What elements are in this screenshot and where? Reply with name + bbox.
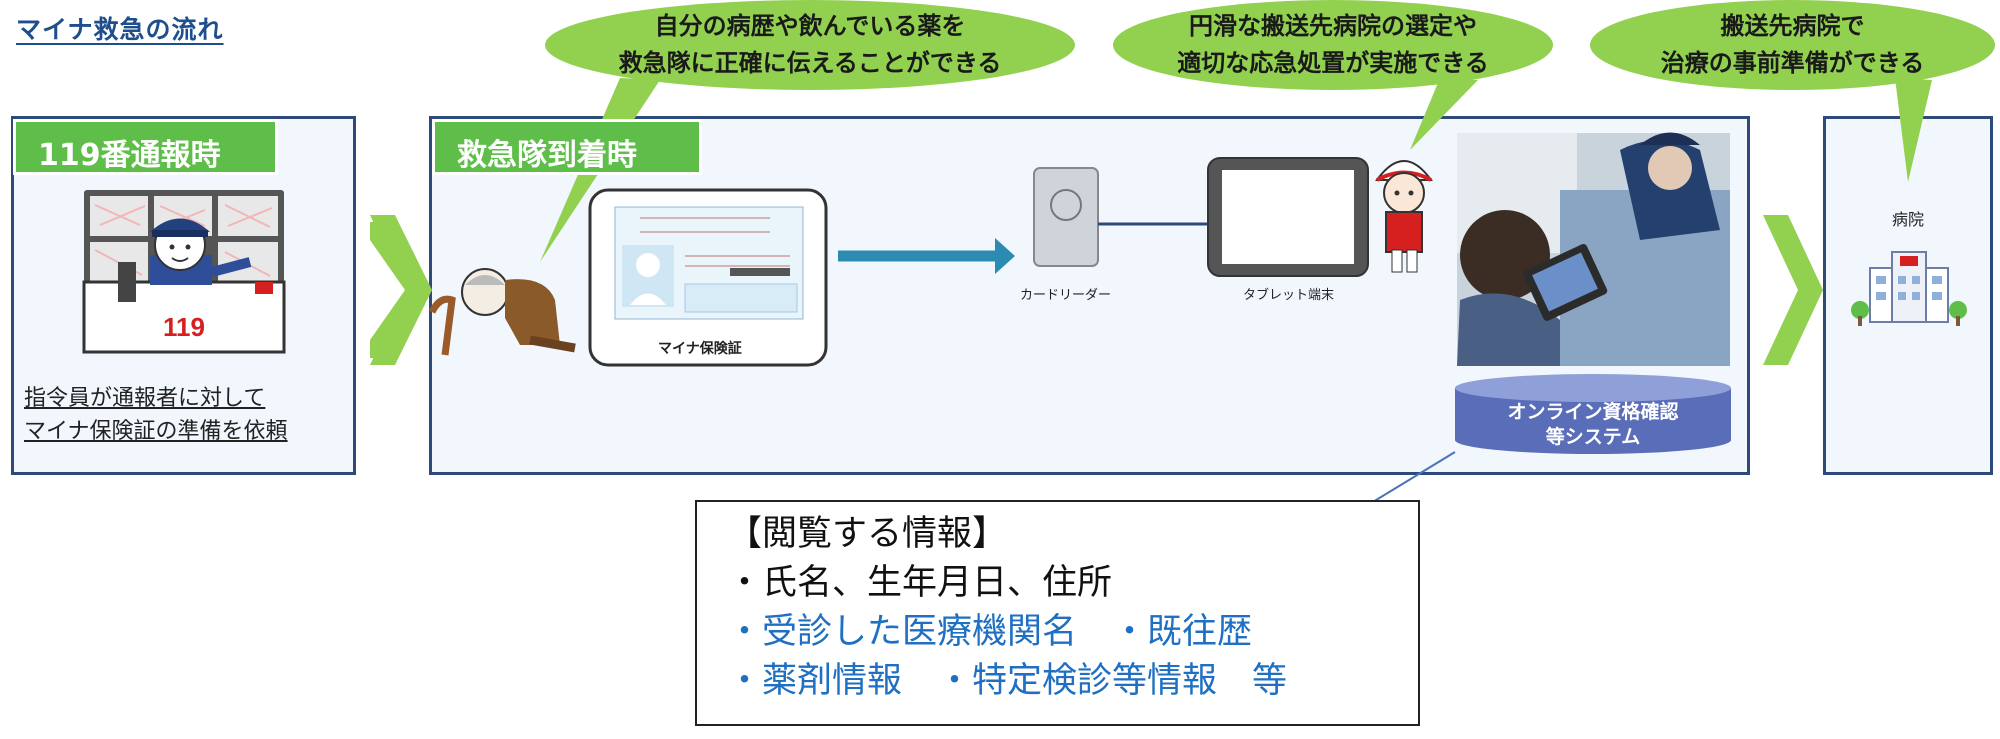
phase-label-119-call: 119番通報時 bbox=[13, 119, 278, 175]
speech-bubble-patient-benefit: 自分の病歴や飲んでいる薬を 救急隊に正確に伝えることができる bbox=[545, 0, 1075, 90]
viewable-info-box: 【閲覧する情報】 ・氏名、生年月日、住所 ・受診した医療機関名 ・既往歴 ・薬剤… bbox=[695, 500, 1420, 726]
page-title: マイナ救急の流れ bbox=[16, 15, 224, 44]
tablet-illustration bbox=[1207, 157, 1369, 277]
dispatch-description-line-1: 指令員が通報者に対して bbox=[24, 386, 266, 411]
database-label-line-1: オンライン資格確認 bbox=[1507, 401, 1679, 423]
database-label: オンライン資格確認 等システム bbox=[1455, 400, 1731, 450]
info-box-line-1: ・氏名、生年月日、住所 bbox=[727, 563, 1113, 603]
speech-bubble-paramedic-benefit: 円滑な搬送先病院の選定や 適切な応急処置が実施できる bbox=[1113, 0, 1553, 90]
ambulance-photo bbox=[1457, 132, 1730, 366]
info-box-title: 【閲覧する情報】 bbox=[727, 514, 1008, 554]
dispatch-description-line-2: マイナ保険証の準備を依頼 bbox=[24, 419, 288, 444]
phase-label-ambulance-arrival: 救急隊到着時 bbox=[432, 119, 702, 175]
database-illustration bbox=[1455, 374, 1731, 454]
bubble-1-line-1: 自分の病歴や飲んでいる薬を bbox=[654, 12, 966, 40]
card-label: マイナ保険証 bbox=[658, 341, 742, 357]
database-label-line-2: 等システム bbox=[1545, 426, 1641, 448]
bubble-3-tail bbox=[1895, 78, 1932, 182]
tablet-label: タブレット端末 bbox=[1243, 288, 1335, 303]
hospital-icon bbox=[1851, 251, 1967, 326]
speech-bubble-hospital-benefit: 搬送先病院で 治療の事前準備ができる bbox=[1590, 0, 1995, 90]
bubble-2-tail bbox=[1410, 78, 1478, 150]
bubble-2-line-2: 適切な応急処置が実施できる bbox=[1177, 49, 1489, 77]
flow-arrow-1 bbox=[370, 222, 432, 358]
my-number-card-illustration bbox=[588, 188, 828, 367]
info-box-line-3: ・薬剤情報 ・特定検診等情報 等 bbox=[727, 661, 1288, 701]
hospital-label: 病院 bbox=[1891, 210, 1924, 229]
flow-arrow-1-body bbox=[370, 215, 432, 365]
bubble-3-line-2: 治療の事前準備ができる bbox=[1660, 49, 1925, 77]
dispatch-description: 指令員が通報者に対して マイナ保険証の準備を依頼 bbox=[24, 382, 288, 448]
bubble-3-line-1: 搬送先病院で bbox=[1720, 12, 1865, 40]
info-box-line-2: ・受診した医療機関名 ・既往歴 bbox=[727, 612, 1253, 652]
elderly-person-illustration bbox=[428, 268, 576, 356]
paramedic-illustration bbox=[1375, 160, 1433, 273]
card-to-reader-arrow bbox=[995, 238, 1015, 274]
bubble-1-line-2: 救急隊に正確に伝えることができる bbox=[618, 49, 1002, 77]
flow-arrow-2 bbox=[1763, 215, 1823, 365]
dispatch-emblem-119: 119 bbox=[163, 312, 205, 342]
dispatch-center-illustration bbox=[82, 190, 286, 354]
card-reader-label: カードリーダー bbox=[1020, 288, 1112, 303]
bubble-2-line-1: 円滑な搬送先病院の選定や bbox=[1189, 12, 1477, 40]
card-reader-illustration bbox=[1033, 167, 1099, 267]
